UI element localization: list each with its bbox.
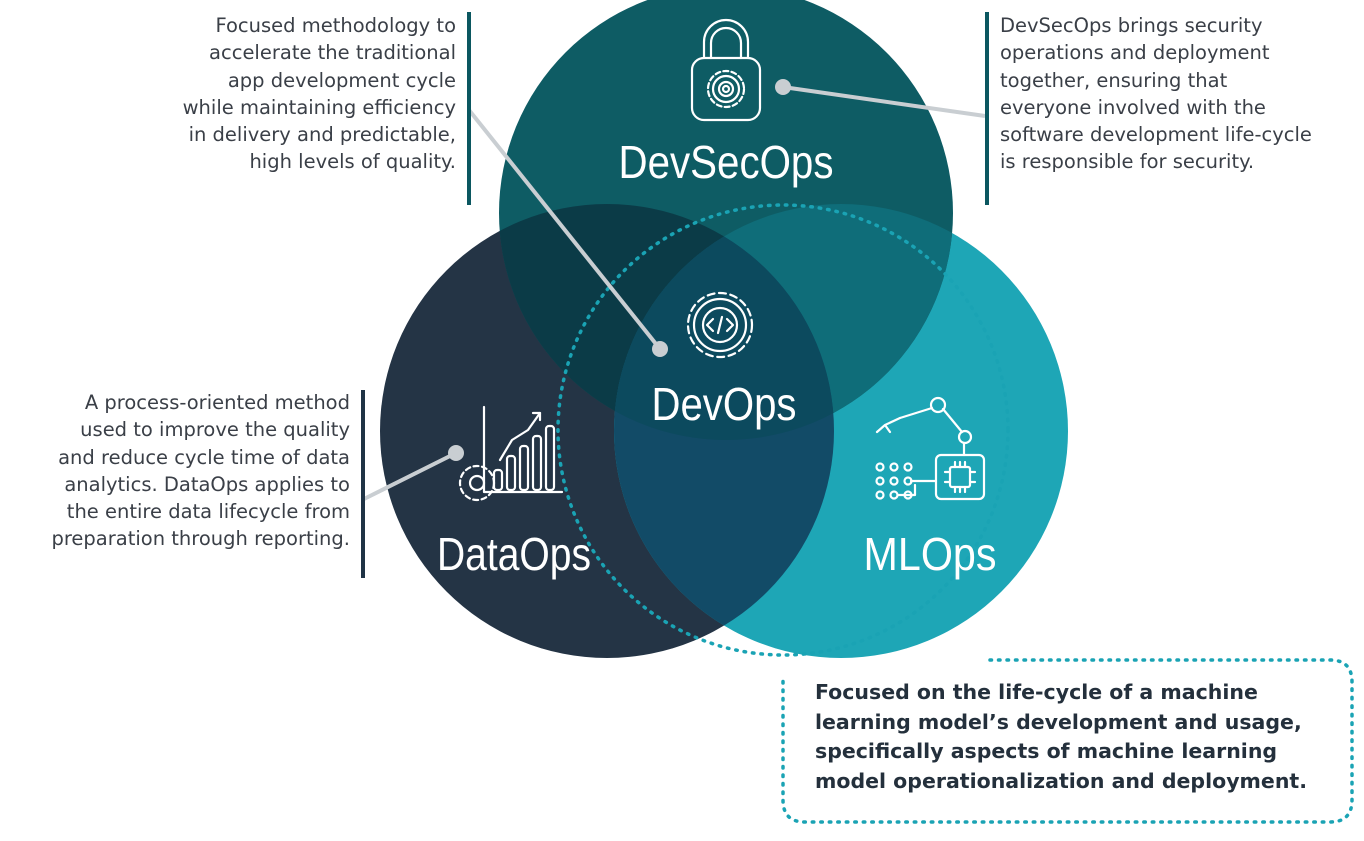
- devsecops-accent-bar: [985, 12, 989, 205]
- mlops-description-line: specifically aspects of machine learning: [815, 739, 1278, 763]
- robot-arm-chip-icon: [875, 396, 986, 501]
- mlops-description-line: learning model’s development and usage,: [815, 709, 1302, 734]
- devops-connector: [467, 108, 662, 351]
- devops-description-line: accelerate the traditional: [209, 41, 456, 65]
- devops-accent-bar: [467, 12, 471, 205]
- devsecops-description-line: together, ensuring that: [1000, 68, 1228, 92]
- mlops-dotted-outline: [556, 203, 1010, 657]
- dataops-description-line: preparation through reporting.: [51, 527, 350, 551]
- devsecops-description-line: is responsible for security.: [1000, 150, 1255, 174]
- dataops-description-line: used to improve the quality: [80, 418, 350, 442]
- devsecops-description-line: DevSecOps brings security: [1000, 14, 1263, 37]
- devsecops-label: DevSecOps: [619, 136, 834, 188]
- dataops-accent-bar: [361, 390, 365, 578]
- devops-description: Focused methodology to accelerate the tr…: [118, 12, 456, 176]
- devsecops-description-line: everyone involved with the: [1000, 95, 1266, 119]
- devops-description-line: Focused methodology to: [215, 14, 456, 37]
- mlops-description-line: Focused on the life-cycle of a machine: [815, 680, 1258, 704]
- dataops-description-line: A process-oriented method: [84, 391, 350, 414]
- mlops-description: Focused on the life-cycle of a machine l…: [815, 678, 1345, 796]
- mlops-callout-box: [781, 658, 1354, 824]
- devops-description-line: high levels of quality.: [249, 150, 456, 174]
- devops-description-line: in delivery and predictable,: [188, 123, 456, 147]
- devops-label: DevOps: [652, 378, 797, 430]
- padlock-gear-icon: [690, 18, 762, 122]
- devops-description-line: while maintaining efficiency: [182, 95, 456, 119]
- dataops-description-line: the entire data lifecycle from: [66, 500, 350, 524]
- mlops-description-line: model operationalization and deployment.: [815, 768, 1307, 793]
- mlops-label: MLOps: [864, 528, 997, 580]
- devsecops-description: DevSecOps brings security operations and…: [1000, 12, 1360, 176]
- dataops-label: DataOps: [437, 528, 591, 580]
- devsecops-connector-dot: [775, 79, 791, 95]
- devops-connector-dot: [652, 341, 668, 357]
- devsecops-description-line: software development life-cycle: [1000, 123, 1312, 147]
- dataops-connector-dot: [448, 445, 464, 461]
- devsecops-description-line: operations and deployment: [1000, 41, 1270, 65]
- dataops-connector: [361, 451, 457, 502]
- code-gear-icon: [686, 291, 754, 359]
- dataops-description-line: analytics. DataOps applies to: [64, 472, 350, 496]
- dataops-description: A process-oriented method used to improv…: [0, 389, 350, 553]
- devops-description-line: app development cycle: [227, 68, 456, 92]
- bar-chart-gear-icon: [458, 405, 564, 502]
- devsecops-connector: [782, 85, 986, 118]
- devops-center-region: [614, 204, 834, 440]
- dataops-description-line: and reduce cycle time of data: [58, 445, 350, 469]
